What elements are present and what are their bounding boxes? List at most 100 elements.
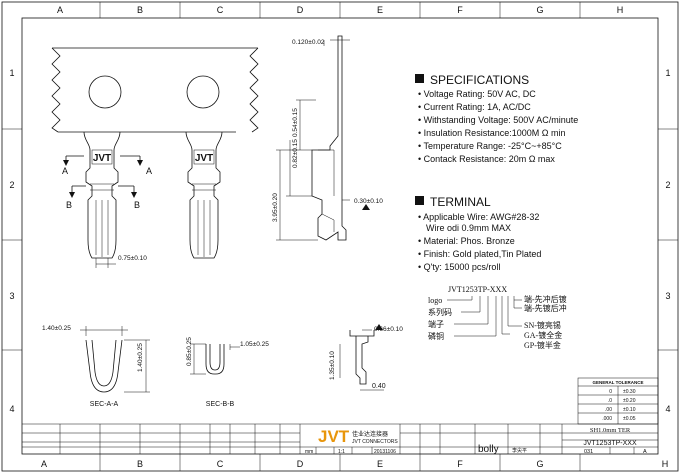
- row-label-3: 3: [9, 291, 14, 301]
- dim-040: 0.40: [372, 383, 386, 390]
- inner-frame: [21, 17, 659, 455]
- row-label-1-right: 1: [665, 68, 670, 78]
- tolerance-value: ±0.30: [623, 389, 636, 395]
- col-label-b: B: [137, 5, 143, 15]
- dim-082: 0.82±0.15: [292, 139, 299, 168]
- dim-395: 3.95±0.20: [272, 193, 279, 222]
- col-label-c: C: [217, 5, 224, 15]
- section-b-view: 0.85±0.25 1.05±0.25 SEC-B-B: [186, 337, 269, 408]
- checker: 李尖平: [512, 447, 527, 454]
- section-b-right: B: [134, 200, 140, 210]
- code-right-0: 端-先冲后镀: [524, 294, 567, 304]
- terminal-logo-right: JVT: [195, 153, 213, 164]
- dim-075: 0.75±0.10: [118, 255, 147, 262]
- col-label-d: D: [297, 5, 304, 15]
- terminal-item: • Finish: Gold plated,Tin Plated: [418, 249, 541, 259]
- company-cn: 佳业达连接器: [352, 430, 388, 438]
- col-label-e-bottom: E: [377, 459, 383, 469]
- part-code: JVT1253TP-XXX: [448, 285, 507, 294]
- sheet-number: 031: [584, 449, 593, 455]
- sec-b-caption: SEC-B-B: [206, 401, 235, 408]
- carrier-strip-view: JVT JVT A A B B 0.75±0.10: [51, 47, 259, 268]
- tolerance-title: GENERAL TOLERANCE: [592, 380, 643, 385]
- tolerance-key: .0: [608, 398, 612, 404]
- part-code-block: JVT1253TP-XXX logo 系列码 端子 磷铜 端-先冲后镀 端-先镀…: [428, 285, 567, 350]
- section-a-left: A: [62, 166, 68, 176]
- col-label-h-bottom: H: [662, 459, 669, 469]
- date-value: 20131106: [374, 449, 396, 455]
- terminal-item: Wire odi 0.9mm MAX: [426, 223, 511, 233]
- series-name: SH1.0mm TER: [590, 427, 631, 434]
- spec-item: • Current Rating: 1A, AC/DC: [418, 102, 531, 112]
- spec-item: • Voltage Rating: 50V AC, DC: [418, 89, 536, 99]
- dim-135: 1.35±0.10: [329, 351, 336, 380]
- part-number: JVT1253TP-XXX: [583, 440, 637, 447]
- section-a-right: A: [146, 166, 152, 176]
- section-a-view: 1.40±0.25 1.40±0.25 SEC-A-A: [42, 325, 150, 408]
- specifications-block: SPECIFICATIONS • Voltage Rating: 50V AC,…: [415, 73, 578, 164]
- dim-140-height: 1.40±0.25: [137, 343, 144, 372]
- scale-value: 1:1: [338, 449, 345, 455]
- dim-085: 0.85±0.25: [186, 337, 193, 366]
- col-label-h: H: [617, 5, 624, 15]
- company-en: JVT CONNECTORS: [352, 439, 398, 445]
- code-left-series: 系列码: [428, 307, 452, 317]
- spec-item: • Withstanding Voltage: 500V AC/minute: [418, 115, 578, 125]
- dim-140-width: 1.40±0.25: [42, 325, 71, 332]
- drawn-by: bolly: [478, 444, 499, 455]
- revision: A: [643, 449, 647, 455]
- sec-a-caption: SEC-A-A: [90, 401, 119, 408]
- side-view: 0.120±0.02 0.54±0.15 0.82±0.15 3.95±0.20…: [272, 35, 383, 241]
- col-label-a: A: [57, 5, 63, 15]
- spec-heading: SPECIFICATIONS: [430, 73, 529, 87]
- jvt-logo: JVT: [318, 427, 350, 446]
- row-label-4: 4: [9, 404, 14, 414]
- dim-054: 0.54±0.15: [292, 108, 299, 137]
- terminal-block: TERMINAL • Applicable Wire: AWG#28-32 Wi…: [415, 195, 541, 272]
- terminal-heading: TERMINAL: [430, 195, 491, 209]
- col-label-f: F: [457, 5, 463, 15]
- col-label-g-bottom: G: [536, 459, 543, 469]
- col-label-f-bottom: F: [457, 459, 463, 469]
- tolerance-value: ±0.05: [623, 416, 636, 422]
- row-label-4-right: 4: [665, 404, 670, 414]
- col-label-c-bottom: C: [217, 459, 224, 469]
- code-left-terminal: 端子: [428, 319, 444, 329]
- row-label-2: 2: [9, 180, 14, 190]
- col-label-e: E: [377, 5, 383, 15]
- spec-item: • Temperature Range: -25°C~+85°C: [418, 141, 562, 151]
- col-label-g: G: [536, 5, 543, 15]
- unit-value: mm: [305, 449, 313, 455]
- title-block: JVT 佳业达连接器 JVT CONNECTORS mm 1:1 2013110…: [22, 423, 658, 455]
- tolerance-key: .000: [602, 416, 612, 422]
- row-label-3-right: 3: [665, 291, 670, 301]
- spec-item: • Contack Resistance: 20m Ω max: [418, 154, 555, 164]
- row-label-2-right: 2: [665, 180, 670, 190]
- dim-030: 0.30±0.10: [354, 198, 383, 205]
- row-label-1: 1: [9, 68, 14, 78]
- bottom-side-detail: 0.66±0.10 1.35±0.10 0.40: [329, 324, 403, 391]
- section-b-left: B: [66, 200, 72, 210]
- dim-012: 0.120±0.02: [292, 39, 325, 46]
- code-left-logo: logo: [428, 296, 442, 305]
- terminal-item: • Material: Phos. Bronze: [418, 236, 515, 246]
- col-label-a-bottom: A: [41, 459, 47, 469]
- tolerance-table: GENERAL TOLERANCE 0 ±0.30 .0 ±0.20 .00 ±…: [577, 377, 659, 425]
- col-label-b-bottom: B: [137, 459, 143, 469]
- tolerance-value: ±0.10: [623, 407, 636, 413]
- terminal-item: • Applicable Wire: AWG#28-32: [418, 212, 539, 222]
- tolerance-value: ±0.20: [623, 398, 636, 404]
- col-label-d-bottom: D: [297, 459, 304, 469]
- code-right-2: SN-镀亮锡: [524, 320, 561, 330]
- code-right-3: GA-镀全金: [524, 330, 562, 340]
- code-right-1: 端-先镀后冲: [524, 303, 567, 313]
- code-left-material: 磷铜: [428, 331, 444, 341]
- code-right-4: GP-镀半金: [524, 340, 561, 350]
- terminal-logo-left: JVT: [93, 153, 111, 164]
- spec-item: • Insulation Resistance:1000M Ω min: [418, 128, 565, 138]
- dim-105: 1.05±0.25: [240, 341, 269, 348]
- dim-066: 0.66±0.10: [374, 326, 403, 333]
- terminal-item: • Q'ty: 15000 pcs/roll: [418, 262, 500, 272]
